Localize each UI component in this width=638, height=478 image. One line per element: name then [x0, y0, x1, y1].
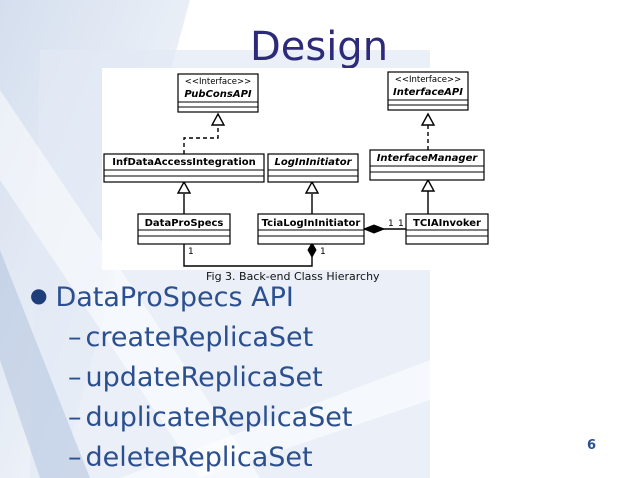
- class-logininitiator: LogInInitiator: [267, 153, 359, 183]
- subbullet-item: –deleteReplicaSet: [68, 442, 313, 473]
- class-stereotype: <<Interface>>: [185, 77, 252, 87]
- class-stereotype: <<Interface>>: [395, 75, 462, 85]
- figure-caption: Fig 3. Back-end Class Hierarchy: [206, 270, 380, 283]
- dash-icon: –: [68, 442, 82, 473]
- class-name: LogInInitiator: [274, 157, 352, 168]
- page-number: 6: [587, 438, 597, 453]
- dash-icon: –: [68, 322, 82, 353]
- slide-title: Design: [249, 24, 389, 70]
- subbullet-item: –duplicateReplicaSet: [68, 402, 353, 433]
- class-name: InterfaceManager: [377, 153, 479, 164]
- subbullet-text: deleteReplicaSet: [85, 442, 313, 473]
- dash-icon: –: [68, 402, 82, 433]
- multiplicity-label: 1: [388, 219, 394, 229]
- class-name: InfDataAccessIntegration: [112, 157, 256, 168]
- class-infdataaccessintegration: InfDataAccessIntegration: [103, 153, 265, 183]
- subbullet-text: duplicateReplicaSet: [85, 402, 353, 433]
- class-name: DataProSpecs: [145, 218, 224, 229]
- class-interfaceapi: <<Interface>> InterfaceAPI: [387, 71, 469, 111]
- bullet-dot-icon: ●: [30, 283, 48, 307]
- bullet-text: DataProSpecs API: [55, 282, 294, 313]
- subbullet-item: –createReplicaSet: [68, 322, 313, 353]
- class-name: TCIAInvoker: [413, 218, 481, 229]
- inheritance-arrows: [183, 124, 429, 267]
- class-name: TciaLogInInitiator: [262, 218, 361, 229]
- class-dataprospecs: DataProSpecs: [137, 213, 231, 245]
- class-name: PubConsAPI: [184, 89, 252, 100]
- dash-icon: –: [68, 362, 82, 393]
- class-diagram: 1 1 1 1 <<Interface>> PubConsAPI <<Inter…: [102, 68, 498, 270]
- subbullet-text: updateReplicaSet: [85, 362, 323, 393]
- bullet-item: ● DataProSpecs API: [30, 282, 294, 313]
- class-interfacemanager: InterfaceManager: [369, 149, 485, 181]
- multiplicity-label: 1: [398, 219, 404, 229]
- multiplicity-label: 1: [320, 247, 326, 257]
- composition-diamonds: [307, 224, 386, 259]
- subbullet-item: –updateReplicaSet: [68, 362, 323, 393]
- multiplicity-label: 1: [188, 247, 194, 257]
- class-pubconsapi: <<Interface>> PubConsAPI: [177, 73, 259, 113]
- arrow-heads: [176, 112, 436, 194]
- class-tcialogininitiator: TciaLogInInitiator: [257, 213, 365, 245]
- class-name: InterfaceAPI: [393, 87, 463, 98]
- class-tciainvoker: TCIAInvoker: [405, 213, 489, 245]
- subbullet-text: createReplicaSet: [85, 322, 314, 353]
